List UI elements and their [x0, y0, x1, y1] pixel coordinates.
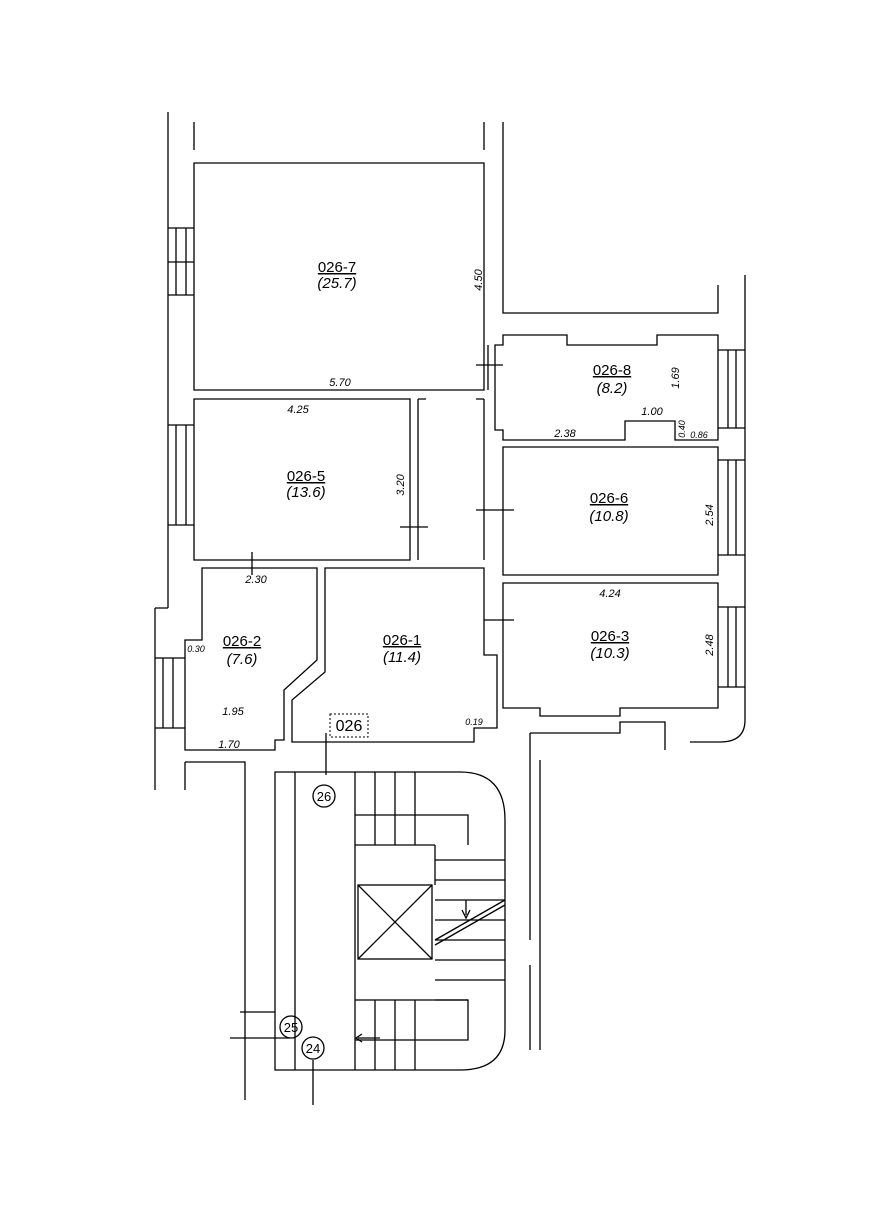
axis-marker-24: 24 [301, 1036, 325, 1060]
room-026-2-area: (7.6) [227, 651, 258, 668]
apartment-label: 026 [329, 713, 369, 738]
room-026-5-id: 026-5 [287, 468, 325, 485]
axis-marker-25: 25 [279, 1015, 303, 1039]
room-026-1-id: 026-1 [383, 632, 421, 649]
dim-r6-bottom: 4.24 [599, 588, 620, 600]
room-026-3-area: (10.3) [590, 645, 629, 662]
room-026-8-id: 026-8 [593, 362, 631, 379]
room-026-8-area: (8.2) [597, 380, 628, 397]
walls [154, 112, 746, 1105]
room-026-1-area: (11.4) [383, 649, 421, 666]
room-026-2-id: 026-2 [223, 633, 261, 650]
svg-text:24: 24 [306, 1041, 320, 1056]
room-026-7-area: (25.7) [317, 275, 356, 292]
svg-text:026: 026 [336, 718, 363, 735]
elevator-shaft [357, 884, 433, 960]
room-026-6-id: 026-6 [590, 490, 628, 507]
dim-r8-right: 0.86 [690, 430, 708, 440]
dim-r2-notch: 0.30 [187, 644, 205, 654]
dim-r6-height: 2.54 [704, 504, 716, 526]
room-026-6-area: (10.8) [589, 508, 628, 525]
dim-r5-width: 4.25 [287, 404, 309, 416]
dim-r8-step: 0.40 [677, 420, 687, 438]
stairwell [230, 771, 506, 1071]
dim-r1-corner: 0.19 [465, 717, 483, 727]
dim-r7-width: 5.70 [329, 377, 351, 389]
svg-text:26: 26 [317, 789, 331, 804]
dim-r7-height: 4.50 [473, 268, 485, 290]
svg-text:25: 25 [284, 1020, 298, 1035]
dim-r5-height: 3.20 [395, 473, 407, 495]
room-026-5-area: (13.6) [286, 484, 325, 501]
dim-r8-niche: 1.00 [641, 406, 663, 418]
room-026-3-id: 026-3 [591, 628, 629, 645]
dim-r8-bottom: 2.38 [553, 428, 576, 440]
dim-r2-bottom: 1.70 [218, 739, 240, 751]
axis-marker-26: 26 [312, 784, 336, 808]
dim-r3-height: 2.48 [704, 633, 716, 656]
dim-r2-top: 2.30 [244, 574, 267, 586]
room-026-7-id: 026-7 [318, 259, 356, 276]
dim-r8-height: 1.69 [670, 367, 682, 388]
dim-r2-inner: 1.95 [222, 706, 244, 718]
